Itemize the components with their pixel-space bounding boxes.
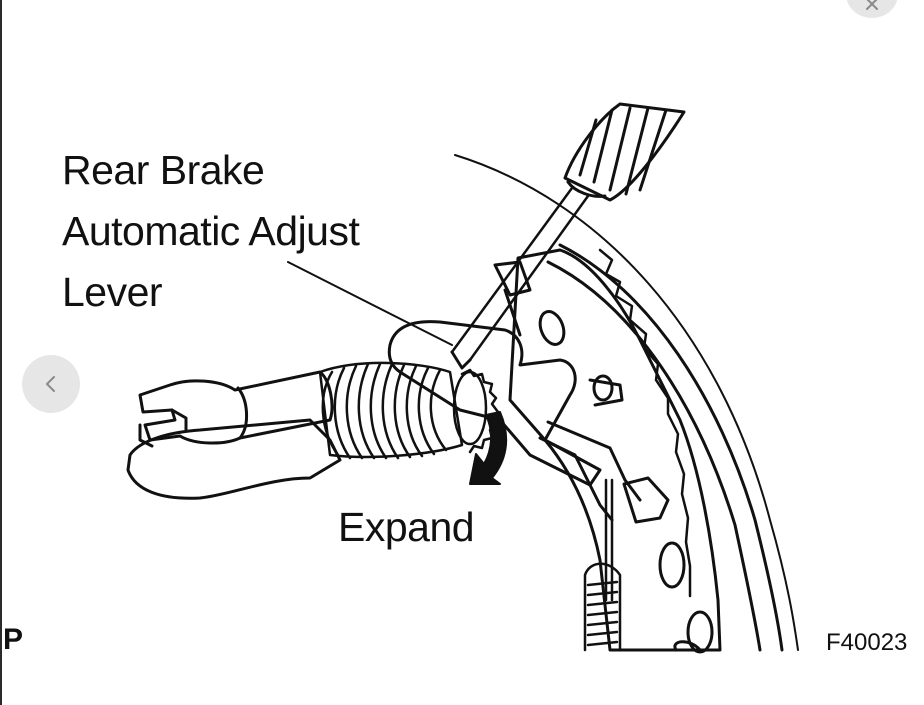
label-leader-line (287, 261, 453, 346)
brake-drum-outline (454, 154, 799, 652)
part-name-line-3: Lever (62, 269, 163, 315)
previous-image-button[interactable] (22, 355, 80, 413)
figure-code: F40023 (826, 629, 908, 656)
expand-label: Expand (338, 504, 475, 550)
viewer-left-border (0, 0, 2, 705)
screwdriver (450, 102, 686, 370)
close-icon (866, 0, 878, 10)
corner-letter: P (3, 623, 24, 656)
part-name-line-1: Rear Brake (62, 147, 265, 193)
part-name-label: Rear Brake Automatic Adjust Lever (62, 140, 360, 323)
star-wheel (452, 368, 500, 454)
adjuster-coil-spring (318, 361, 464, 460)
part-name-line-2: Automatic Adjust (62, 208, 360, 254)
brake-shoe-plate (508, 248, 722, 654)
expand-direction-arrow (469, 411, 508, 485)
automatic-adjust-lever (387, 260, 642, 522)
chevron-left-icon (46, 376, 55, 392)
return-spring (583, 478, 622, 652)
close-button[interactable] (846, 0, 898, 18)
adjuster-screw (126, 370, 342, 500)
